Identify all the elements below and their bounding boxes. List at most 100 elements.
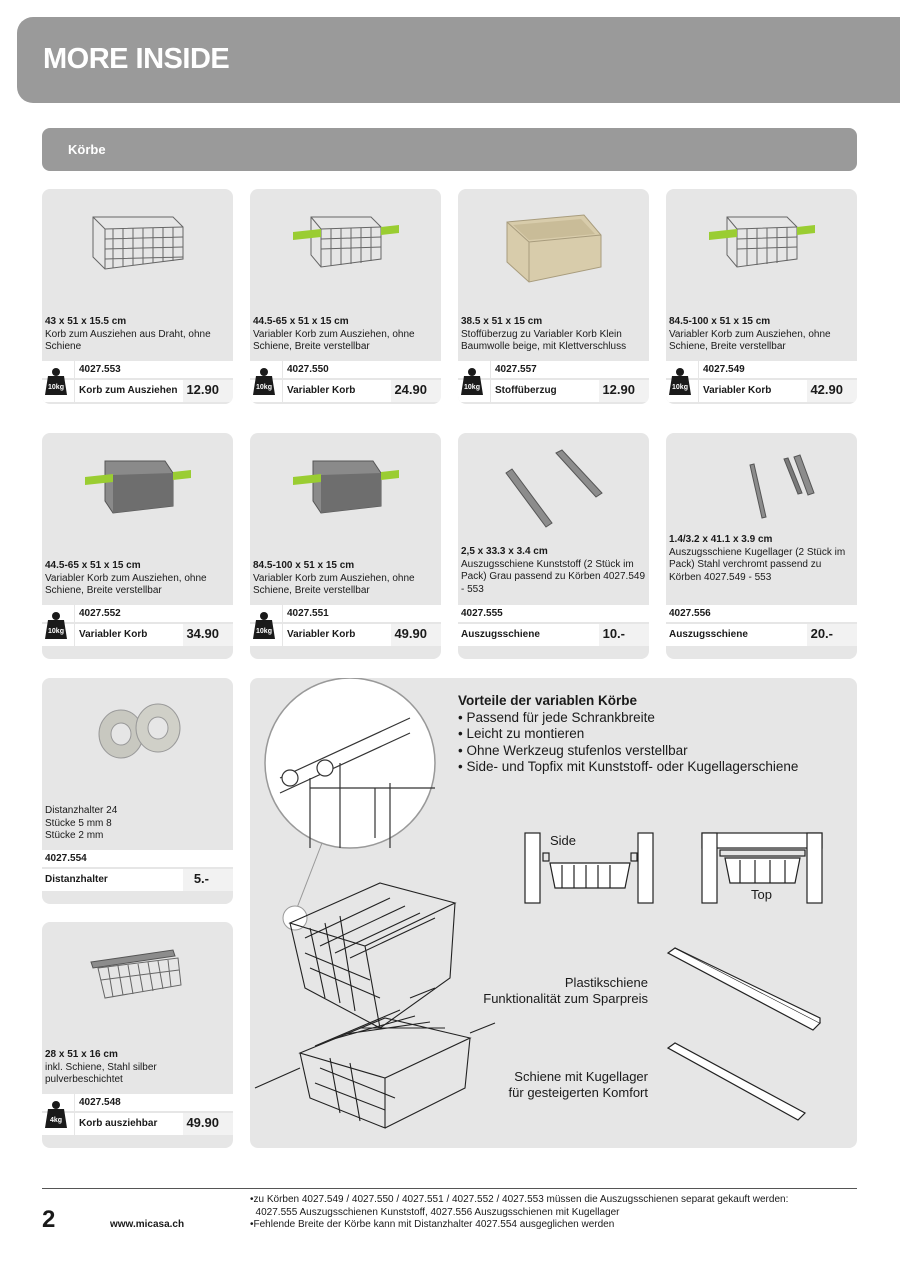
footer-notes: •zu Körben 4027.549 / 4027.550 / 4027.55… — [250, 1194, 860, 1232]
product-price: 12.90 — [186, 382, 219, 397]
name-row: Korb ausziehbar 49.90 — [42, 1113, 233, 1135]
basket-lower — [254, 987, 496, 1129]
product-desc-text: Variabler Korb zum Ausziehen, ohne Schie… — [45, 572, 207, 597]
page-header: MORE INSIDE — [17, 17, 900, 103]
product-price: 10.- — [602, 626, 625, 641]
weight-icon: 10kg — [45, 612, 67, 639]
svg-text:4kg: 4kg — [50, 1117, 62, 1124]
product-image-plastic-rails — [458, 445, 649, 545]
svg-text:10kg: 10kg — [256, 384, 272, 391]
article-row: 4027.551 — [250, 605, 441, 624]
product-description: Distanzhalter 24 Stücke 5 mm 8 Stücke 2 … — [45, 805, 230, 843]
product-price: 49.90 — [394, 626, 427, 641]
product-dims: 1.4/3.2 x 41.1 x 3.9 cm — [669, 534, 773, 545]
product-price: 20.- — [810, 626, 833, 641]
article-number: 4027.557 — [495, 364, 537, 375]
product-dims: 2,5 x 33.3 x 3.4 cm — [461, 546, 548, 557]
article-number: 4027.553 — [79, 364, 121, 375]
product-price: 49.90 — [186, 1115, 219, 1130]
weight-icon: 10kg — [461, 368, 483, 395]
name-row: Korb zum Ausziehen 12.90 — [42, 380, 233, 402]
product-desc-text: Auszugsschiene Kugellager (2 Stück im Pa… — [669, 546, 846, 583]
article-number: 4027.548 — [79, 1097, 121, 1108]
basket-diagram — [254, 678, 823, 1129]
footer-note: 4027.555 Auszugsschienen Kunststoff, 402… — [250, 1206, 620, 1218]
product-dims: 44.5-65 x 51 x 15 cm — [253, 316, 349, 327]
top-label: Top — [751, 887, 772, 902]
product-desc-text: Variabler Korb zum Ausziehen, ohne Schie… — [253, 328, 415, 353]
product-dims: 28 x 51 x 16 cm — [45, 1049, 118, 1060]
product-name: Korb zum Ausziehen — [79, 385, 178, 396]
advantages-title: Vorteile der variablen Körbe — [458, 693, 638, 708]
article-row: 4027.553 — [42, 361, 233, 380]
weight-icon: 10kg — [669, 368, 691, 395]
product-image-variable-basket — [666, 207, 857, 307]
name-row: Auszugsschiene 20.- — [666, 624, 857, 646]
weight-icon: 10kg — [45, 368, 67, 395]
svg-text:10kg: 10kg — [48, 628, 64, 635]
article-number: 4027.552 — [79, 608, 121, 619]
product-image-fabric-cover — [458, 207, 649, 307]
weight-icon: 10kg — [253, 612, 275, 639]
page-number: 2 — [42, 1206, 56, 1233]
advantage-item: • Ohne Werkzeug stufenlos verstellbar — [458, 742, 688, 758]
svg-text:10kg: 10kg — [256, 628, 272, 635]
product-image-wire-basket — [42, 207, 233, 307]
advantage-item: • Side- und Topfix mit Kunststoff- oder … — [458, 759, 799, 774]
footer-divider — [42, 1188, 857, 1189]
product-name: Distanzhalter — [45, 874, 108, 885]
product-name: Stoffüberzug — [495, 385, 557, 396]
product-price: 34.90 — [186, 626, 219, 641]
article-number: 4027.550 — [287, 364, 329, 375]
name-row: Auszugsschiene 10.- — [458, 624, 649, 646]
weight-icon: 4kg — [45, 1101, 67, 1128]
side-label: Side — [550, 833, 577, 848]
advantage-item: • Passend für jede Schrankbreite — [458, 709, 655, 725]
product-desc-text: Auszugsschiene Kunststoff (2 Stück im Pa… — [461, 558, 646, 595]
product-name: Variabler Korb — [703, 385, 772, 396]
svg-text:10kg: 10kg — [48, 384, 64, 391]
article-number: 4027.549 — [703, 364, 745, 375]
article-row: 4027.554 — [42, 850, 233, 869]
product-name: Variabler Korb — [287, 385, 356, 396]
advantages-panel: Vorteile der variablen Körbe • Passend f… — [250, 678, 857, 1148]
article-number: 4027.555 — [461, 608, 503, 619]
svg-text:10kg: 10kg — [672, 384, 688, 391]
product-dims: 43 x 51 x 15.5 cm — [45, 316, 127, 327]
product-dims: 38.5 x 51 x 15 cm — [461, 316, 543, 327]
product-name: Auszugsschiene — [461, 629, 540, 640]
article-row: 4027.549 — [666, 361, 857, 380]
basket-upper — [288, 882, 457, 1030]
article-row: 4027.552 — [42, 605, 233, 624]
footer-note: •zu Körben 4027.549 / 4027.550 / 4027.55… — [250, 1194, 789, 1205]
product-card[interactable]: Distanzhalter 24 Stücke 5 mm 8 Stücke 2 … — [42, 678, 233, 904]
product-name: Auszugsschiene — [669, 629, 748, 640]
product-image-pullout-basket — [42, 940, 233, 1040]
article-row: 4027.555 — [458, 605, 649, 624]
product-desc-text: Distanzhalter 24 Stücke 5 mm 8 Stücke 2 … — [45, 805, 118, 841]
website-link[interactable]: www.micasa.ch — [110, 1219, 185, 1230]
product-name: Korb ausziehbar — [79, 1118, 158, 1129]
article-number: 4027.554 — [45, 853, 87, 864]
product-image-spacers — [42, 696, 233, 796]
